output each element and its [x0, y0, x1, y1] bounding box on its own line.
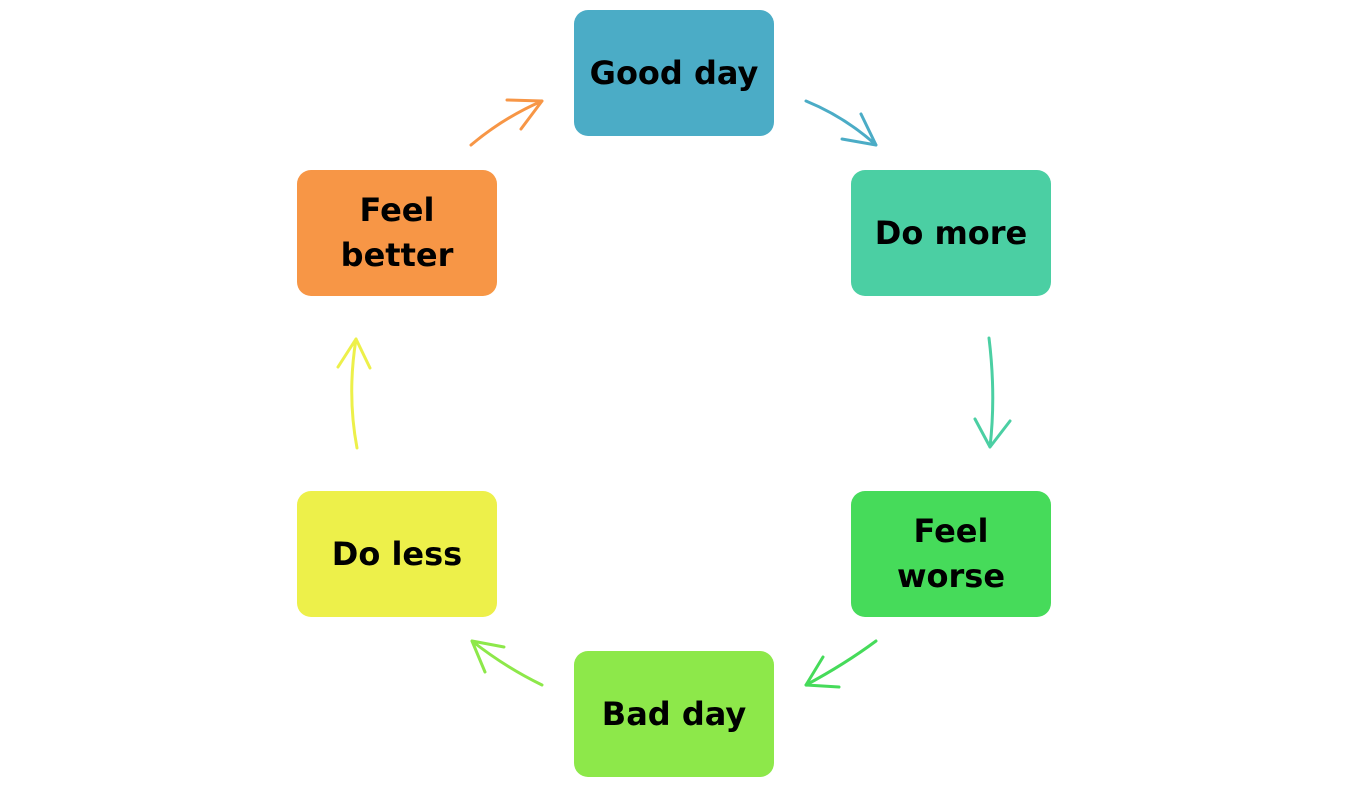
arrow-good-day-to-do-more: [804, 99, 878, 147]
node-label-do-more: Do more: [874, 213, 1028, 252]
node-bad-day: Bad day: [574, 651, 774, 777]
node-good-day: Good day: [574, 10, 774, 136]
node-label-feel-better: Feel better: [340, 191, 454, 274]
arrow-feel-better-to-good-day: [469, 98, 544, 147]
arrow-do-more-to-feel-worse: [973, 336, 1012, 449]
node-label-do-less: Do less: [331, 534, 463, 573]
node-label-good-day: Good day: [589, 53, 759, 92]
node-feel-worse: Feel worse: [851, 491, 1051, 617]
node-do-less: Do less: [297, 491, 497, 617]
node-feel-better: Feel better: [297, 170, 497, 296]
arrow-bad-day-to-do-less: [470, 639, 544, 687]
node-do-more: Do more: [851, 170, 1051, 296]
arrow-feel-worse-to-bad-day: [804, 639, 878, 689]
node-label-bad-day: Bad day: [601, 694, 747, 733]
arrow-do-less-to-feel-better: [336, 337, 372, 450]
node-label-feel-worse: Feel worse: [896, 512, 1006, 595]
